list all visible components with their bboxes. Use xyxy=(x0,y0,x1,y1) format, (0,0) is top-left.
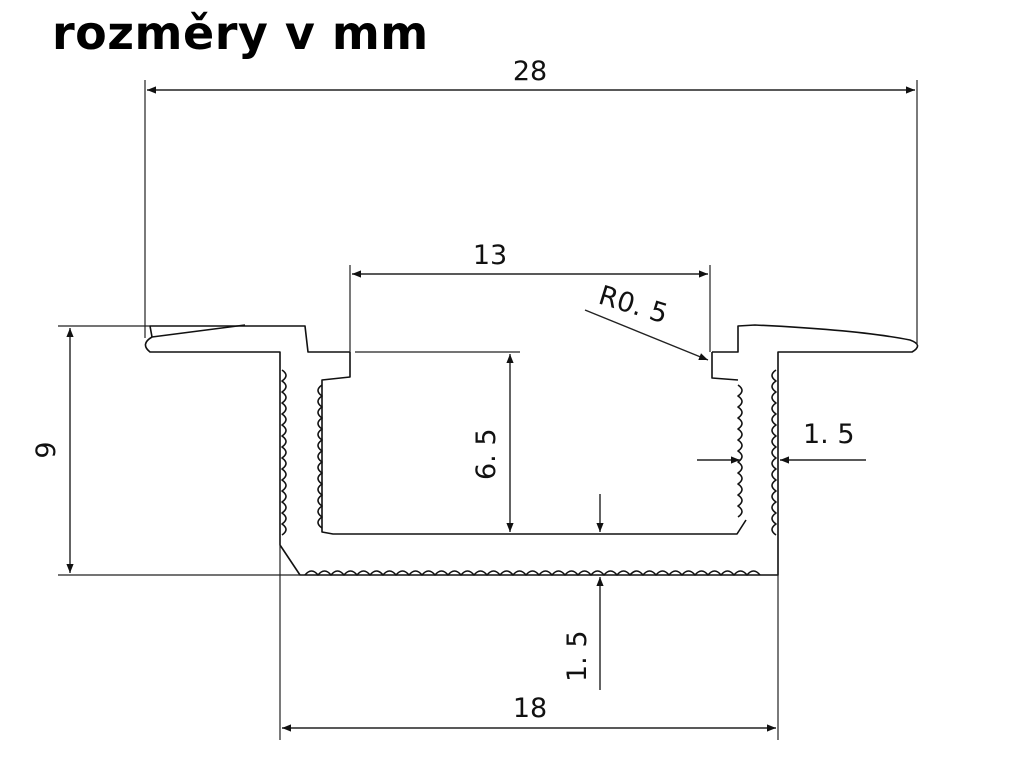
dimension-wall-thickness: 1. 5 xyxy=(697,419,866,464)
right-outer-serration xyxy=(771,369,777,536)
left-top-edge xyxy=(149,325,350,353)
dimension-9: 9 xyxy=(31,325,300,576)
radius-label: R0. 5 xyxy=(595,280,671,330)
dimension-base-thickness: 1. 5 xyxy=(562,494,604,690)
base-thickness-label: 1. 5 xyxy=(562,630,593,682)
profile-outline xyxy=(144,324,919,576)
dimension-6-5: 6. 5 xyxy=(355,351,520,532)
dimension-9-label: 9 xyxy=(31,441,62,458)
inner-left-wall xyxy=(321,352,747,535)
dimension-13: 13 xyxy=(349,240,711,352)
dimension-18: 18 xyxy=(279,530,779,740)
left-inner-serration xyxy=(317,384,323,529)
wall-thickness-label: 1. 5 xyxy=(803,419,855,450)
left-outer-serration xyxy=(281,369,287,536)
bottom-serration xyxy=(304,570,761,576)
dimension-28: 28 xyxy=(144,56,918,345)
right-inner-serration xyxy=(737,384,743,518)
dimension-6-5-label: 6. 5 xyxy=(471,428,502,480)
inner-right-top xyxy=(711,352,739,381)
dimension-13-label: 13 xyxy=(473,240,507,271)
left-flange xyxy=(144,324,919,576)
diagram-title: rozměry v mm xyxy=(52,6,429,60)
dimension-18-label: 18 xyxy=(513,693,547,724)
radius-leader: R0. 5 xyxy=(584,280,709,361)
dimension-28-label: 28 xyxy=(513,56,547,87)
